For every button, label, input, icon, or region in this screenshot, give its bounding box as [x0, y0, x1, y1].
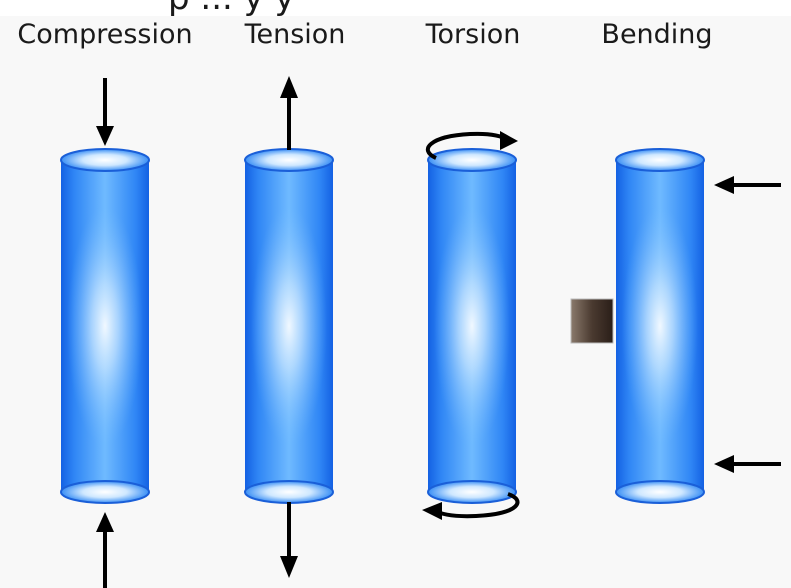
cropped-top-strip: p ... y y [0, 0, 791, 16]
label-compression: Compression [17, 19, 193, 50]
torsion-arrow-top [425, 131, 518, 160]
bending-arrow-upper [714, 176, 781, 194]
bending-arrow-lower [714, 455, 781, 473]
torsion-arrow-bottom [422, 492, 520, 520]
cropped-header-text: p ... y y [168, 0, 668, 16]
compression-cylinder [60, 148, 150, 504]
tension-arrow-bottom [280, 502, 298, 578]
compression-arrow-top [96, 78, 114, 146]
label-bending: Bending [601, 19, 713, 50]
tension-arrow-top [280, 76, 298, 150]
compression-arrow-bottom [96, 512, 114, 588]
tension-cylinder [244, 148, 334, 504]
bending-cylinder [615, 148, 705, 504]
label-tension: Tension [244, 19, 346, 50]
torsion-cylinder [427, 148, 517, 504]
label-torsion: Torsion [425, 19, 521, 50]
bending-support-block [570, 298, 614, 344]
